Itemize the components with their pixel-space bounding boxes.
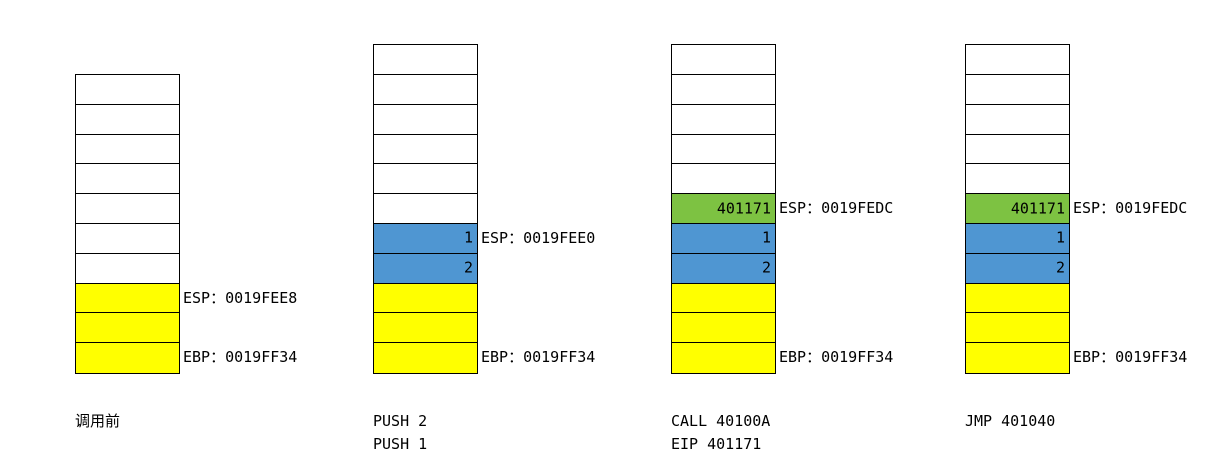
stack-cell: 1 <box>672 223 775 254</box>
stack-cell: 2 <box>374 253 477 284</box>
stack-cell <box>374 343 477 373</box>
stack-cell <box>76 104 179 135</box>
stack-cell <box>966 45 1069 75</box>
caption-line: PUSH 1 <box>373 435 428 454</box>
stack-cell <box>966 74 1069 105</box>
stack-cell <box>374 164 477 195</box>
stack-cell <box>966 104 1069 135</box>
stack-cell <box>966 343 1069 373</box>
register-label: EBP：0019FF34 <box>779 348 894 367</box>
register-label: EBP：0019FF34 <box>481 348 596 367</box>
stack-cell <box>672 45 775 75</box>
stack-cells: 401171 1 2 <box>965 44 1070 374</box>
column-caption: JMP 401040 <box>965 410 1055 433</box>
stack-cell-value: 1 <box>463 228 473 247</box>
stack-cell <box>966 164 1069 195</box>
register-label: ESP：0019FEE8 <box>183 288 298 307</box>
stack-cell <box>76 283 179 314</box>
stack-cell <box>374 45 477 75</box>
stack-cell <box>672 283 775 314</box>
stack-cell: 2 <box>966 253 1069 284</box>
stack-cell <box>672 313 775 344</box>
stack-cell-value: 1 <box>1055 228 1065 247</box>
register-label: EBP：0019FF34 <box>183 348 298 367</box>
stack-cell <box>76 134 179 165</box>
stack-cell-value: 2 <box>761 258 771 277</box>
stack-cell <box>672 343 775 373</box>
stack-cell <box>76 253 179 284</box>
stack-cell-value: 1 <box>761 228 771 247</box>
stack-cell-value: 2 <box>1055 258 1065 277</box>
stack-cell: 1 <box>374 223 477 254</box>
stack-cell <box>966 313 1069 344</box>
stack-cell <box>374 194 477 224</box>
stack-cell-value: 2 <box>463 258 473 277</box>
column-caption: PUSH 2 PUSH 1 <box>373 410 427 457</box>
caption-line: 调用前 <box>75 412 121 430</box>
register-label: ESP：0019FEDC <box>779 199 894 218</box>
register-label: ESP：0019FEDC <box>1073 199 1188 218</box>
stack-cell <box>76 194 179 224</box>
stack-cell <box>374 104 477 135</box>
stack-cell <box>966 283 1069 314</box>
column-caption: 调用前 <box>75 410 120 433</box>
stack-cell <box>374 74 477 105</box>
stack-cell: 2 <box>672 253 775 284</box>
stack-cell <box>374 313 477 344</box>
column-caption: CALL 40100A EIP 401171 <box>671 410 770 457</box>
caption-line: JMP 401040 <box>965 412 1056 430</box>
register-label: ESP：0019FEE0 <box>481 228 596 247</box>
stack-cell <box>672 134 775 165</box>
stack-cell <box>76 164 179 195</box>
stack-cells <box>75 74 180 374</box>
register-label: EBP：0019FF34 <box>1073 348 1188 367</box>
caption-line: PUSH 2 <box>373 412 428 430</box>
stack-cell <box>76 343 179 373</box>
caption-line: EIP 401171 <box>671 435 762 454</box>
stack-cell: 1 <box>966 223 1069 254</box>
stack-cell <box>672 164 775 195</box>
stack-cell <box>76 313 179 344</box>
stack-cell: 401171 <box>672 194 775 224</box>
stack-cell-value: 401171 <box>1010 199 1065 218</box>
stack-cell <box>966 134 1069 165</box>
stack-cells: 401171 1 2 <box>671 44 776 374</box>
stack-cell <box>374 134 477 165</box>
stack-cell <box>76 75 179 105</box>
stack-cell <box>672 74 775 105</box>
stack-cell <box>76 223 179 254</box>
stack-cell <box>672 104 775 135</box>
caption-line: CALL 40100A <box>671 412 771 430</box>
stack-cell <box>374 283 477 314</box>
stack-cell-value: 401171 <box>716 199 771 218</box>
stack-cell: 401171 <box>966 194 1069 224</box>
